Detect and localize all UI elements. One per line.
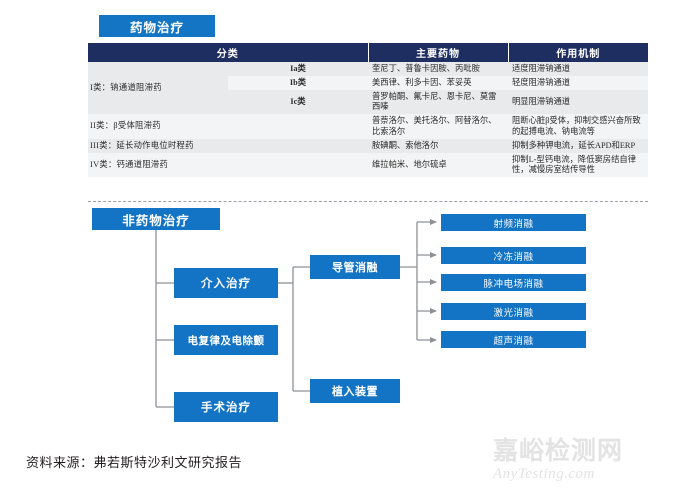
flow-node-cardioversion-defibrillation[interactable]: 电复律及电除颤 [174,325,278,355]
cell-mechanism: 阻断心脏β受体，抑制交感兴奋所致的起搏电流、钠电流等 [508,114,648,139]
table-header-row: 分类 主要药物 作用机制 [88,43,648,62]
table-row: II类：β受体阻滞药 普萘洛尔、美托洛尔、阿替洛尔、比索洛尔 阻断心脏β受体，抑… [88,114,648,139]
section-badge-drug-therapy: 药物治疗 [99,15,215,37]
cell-drugs: 胺碘酮、索他洛尔 [368,138,508,153]
section-divider [88,201,648,202]
cell-mechanism: 轻度阻滞钠通道 [508,76,648,91]
cell-mechanism: 抑制多种钾电流，延长APD和ERP [508,138,648,153]
source-caption: 资料来源：弗若斯特沙利文研究报告 [26,455,243,470]
cell-drugs: 美西律、利多卡因、苯妥英 [368,76,508,91]
flow-leaf-radiofrequency-ablation[interactable]: 射频消融 [441,214,586,231]
flow-leaf-laser-ablation[interactable]: 激光消融 [441,303,586,320]
watermark: 嘉峪检测网 AnyTesting.com [493,437,673,489]
flow-node-surgical-therapy[interactable]: 手术治疗 [174,392,278,422]
flow-leaf-ultrasound-ablation[interactable]: 超声消融 [441,331,586,348]
watermark-english: AnyTesting.com [493,466,595,482]
table-row: Ib类 美西律、利多卡因、苯妥英 轻度阻滞钠通道 [88,76,648,91]
cell-mechanism: 抑制L-型钙电流，降低窦房结自律性，减慢房室结传导性 [508,152,648,177]
drug-therapy-table: 分类 主要药物 作用机制 I类：钠通道阻滞药 Ia类 奎尼丁、普鲁卡因胺、丙吡胺… [88,43,648,177]
cell-class-label: III类：延长动作电位时程药 [88,138,368,153]
cell-drugs: 普萘洛尔、美托洛尔、阿替洛尔、比索洛尔 [368,114,508,139]
flow-node-catheter-ablation[interactable]: 导管消融 [310,255,400,279]
cell-drugs: 维拉帕米、地尔硫卓 [368,152,508,177]
table-row: IV类：钙通道阻滞药 维拉帕米、地尔硫卓 抑制L-型钙电流，降低窦房结自律性，减… [88,152,648,177]
column-header-mechanism: 作用机制 [508,43,648,62]
column-header-classification: 分类 [88,43,369,62]
cell-class-label: II类：β受体阻滞药 [88,114,368,139]
flow-node-implantable-device[interactable]: 植入装置 [310,379,400,403]
cell-drugs: 普罗帕酮、氟卡尼、恩卡尼、莫雷西嗪 [368,90,508,115]
cell-class-label: I类：钠通道阻滞药 [88,62,228,115]
cell-subclass: Ic类 [228,90,368,115]
cell-mechanism: 适度阻滞钠通道 [508,62,648,77]
flow-node-nondrug-therapy[interactable]: 非药物治疗 [92,208,220,230]
cell-subclass: Ia类 [228,62,368,77]
table-row: I类：钠通道阻滞药 Ia类 奎尼丁、普鲁卡因胺、丙吡胺 适度阻滞钠通道 [88,62,648,115]
flow-leaf-cryoablation[interactable]: 冷冻消融 [441,247,586,264]
flow-node-interventional-therapy[interactable]: 介入治疗 [174,268,278,298]
cell-subclass: Ib类 [228,76,368,91]
watermark-chinese: 嘉峪检测网 [493,437,624,465]
table-row: III类：延长动作电位时程药 胺碘酮、索他洛尔 抑制多种钾电流，延长APD和ER… [88,138,648,153]
flow-leaf-pulsed-field-ablation[interactable]: 脉冲电场消融 [441,274,586,291]
cell-drugs: 奎尼丁、普鲁卡因胺、丙吡胺 [368,62,508,77]
column-header-main-drugs: 主要药物 [368,43,509,62]
cell-class-label: IV类：钙通道阻滞药 [88,152,368,177]
cell-mechanism: 明显阻滞钠通道 [508,90,648,115]
table-row: Ic类 普罗帕酮、氟卡尼、恩卡尼、莫雷西嗪 明显阻滞钠通道 [88,90,648,115]
